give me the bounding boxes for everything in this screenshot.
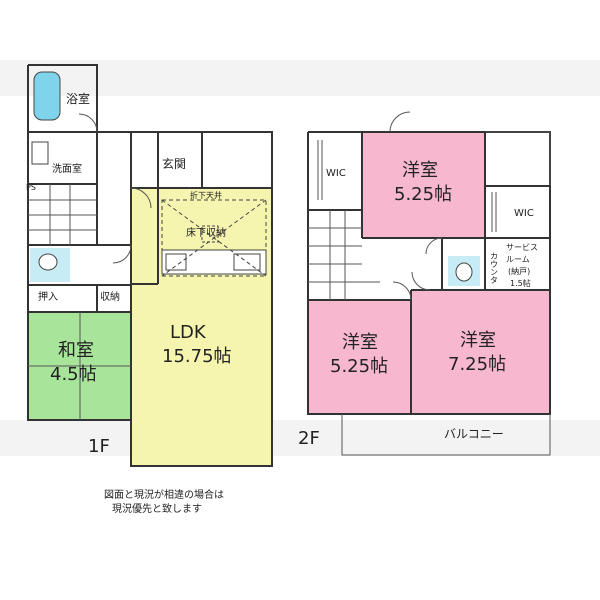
floor-2-label: 2F (298, 428, 320, 449)
door-arc-2 (112, 244, 132, 264)
room-left-name: 洋室 (342, 332, 378, 353)
door-arc-3 (130, 187, 152, 209)
door-arc-2f-4 (425, 237, 443, 255)
stairs-1f (28, 184, 97, 245)
wic-right-label: WIC (514, 208, 534, 219)
washitsu-size: 4.5帖 (50, 364, 97, 385)
service-room-line-1: サービス (506, 243, 538, 252)
disclaimer-line-1: 図面と現況が相違の場合は (104, 488, 224, 501)
youshitsu-top-floor (362, 132, 485, 238)
wic-left-label: WIC (326, 168, 346, 179)
toilet-icon (38, 253, 58, 271)
sink-icon (165, 253, 187, 271)
floor-1: 浴室 洗面室 PS 玄関 押入 収納 和室 4.5帖 LDK 15.75帖 折下… (26, 64, 273, 467)
tatami-lines (28, 312, 131, 420)
ceiling-label: 折下天井 (190, 190, 222, 200)
service-room-line-3: (納戸) (508, 266, 530, 276)
washroom-label: 洗面室 (52, 162, 82, 175)
room-top-name: 洋室 (402, 160, 438, 181)
floor-2: WIC WIC 洋室 5.25帖 洋室 5.25帖 洋室 7.25帖 カウンタ … (298, 111, 551, 456)
oshiire-label: 押入 (38, 290, 58, 303)
room-right-size: 7.25帖 (448, 354, 506, 375)
bathtub-icon (33, 71, 61, 121)
ps-label: PS (26, 183, 36, 192)
door-arc-2f-1 (389, 111, 411, 133)
service-room-line-4: 1.5帖 (510, 278, 531, 288)
door-arc-2f-2 (392, 281, 412, 301)
stairs-2f (308, 210, 380, 300)
wic-right-hanger-lines (491, 192, 497, 232)
room-top-size: 5.25帖 (394, 184, 452, 205)
door-arc-2f-3 (411, 271, 431, 291)
ldk-size: 15.75帖 (162, 346, 232, 367)
watermark-pattern (0, 60, 600, 456)
balcony-label: バルコニー (444, 427, 504, 441)
room-left-size: 5.25帖 (330, 356, 388, 377)
balcony-rail (341, 414, 551, 456)
youshitsu-right-floor (411, 290, 550, 414)
floor-1-label: 1F (88, 436, 110, 457)
toilet-2f-icon (455, 262, 473, 282)
upper-balcony-rail (485, 131, 551, 186)
washbasin-icon (31, 141, 49, 165)
room-right-name: 洋室 (460, 330, 496, 351)
storage-label: 収納 (100, 290, 120, 303)
disclaimer-line-2: 現況優先と致します (112, 502, 202, 515)
ldk-name: LDK (170, 322, 207, 343)
entrance-label: 玄関 (162, 156, 186, 171)
dropped-ceiling-outline (161, 199, 267, 277)
dropped-ceiling-diag-2 (161, 199, 267, 277)
underfloor-label: 床下収納 (186, 226, 226, 239)
counter-label: カウンタ (490, 252, 499, 284)
door-arc (78, 113, 98, 133)
service-room-line-2: ルーム (506, 255, 530, 264)
youshitsu-left-floor (308, 300, 411, 414)
wic-left-hanger-lines (317, 140, 323, 200)
bath-label: 浴室 (66, 91, 90, 106)
underfloor-hatch (201, 225, 219, 243)
washitsu-name: 和室 (58, 340, 94, 361)
